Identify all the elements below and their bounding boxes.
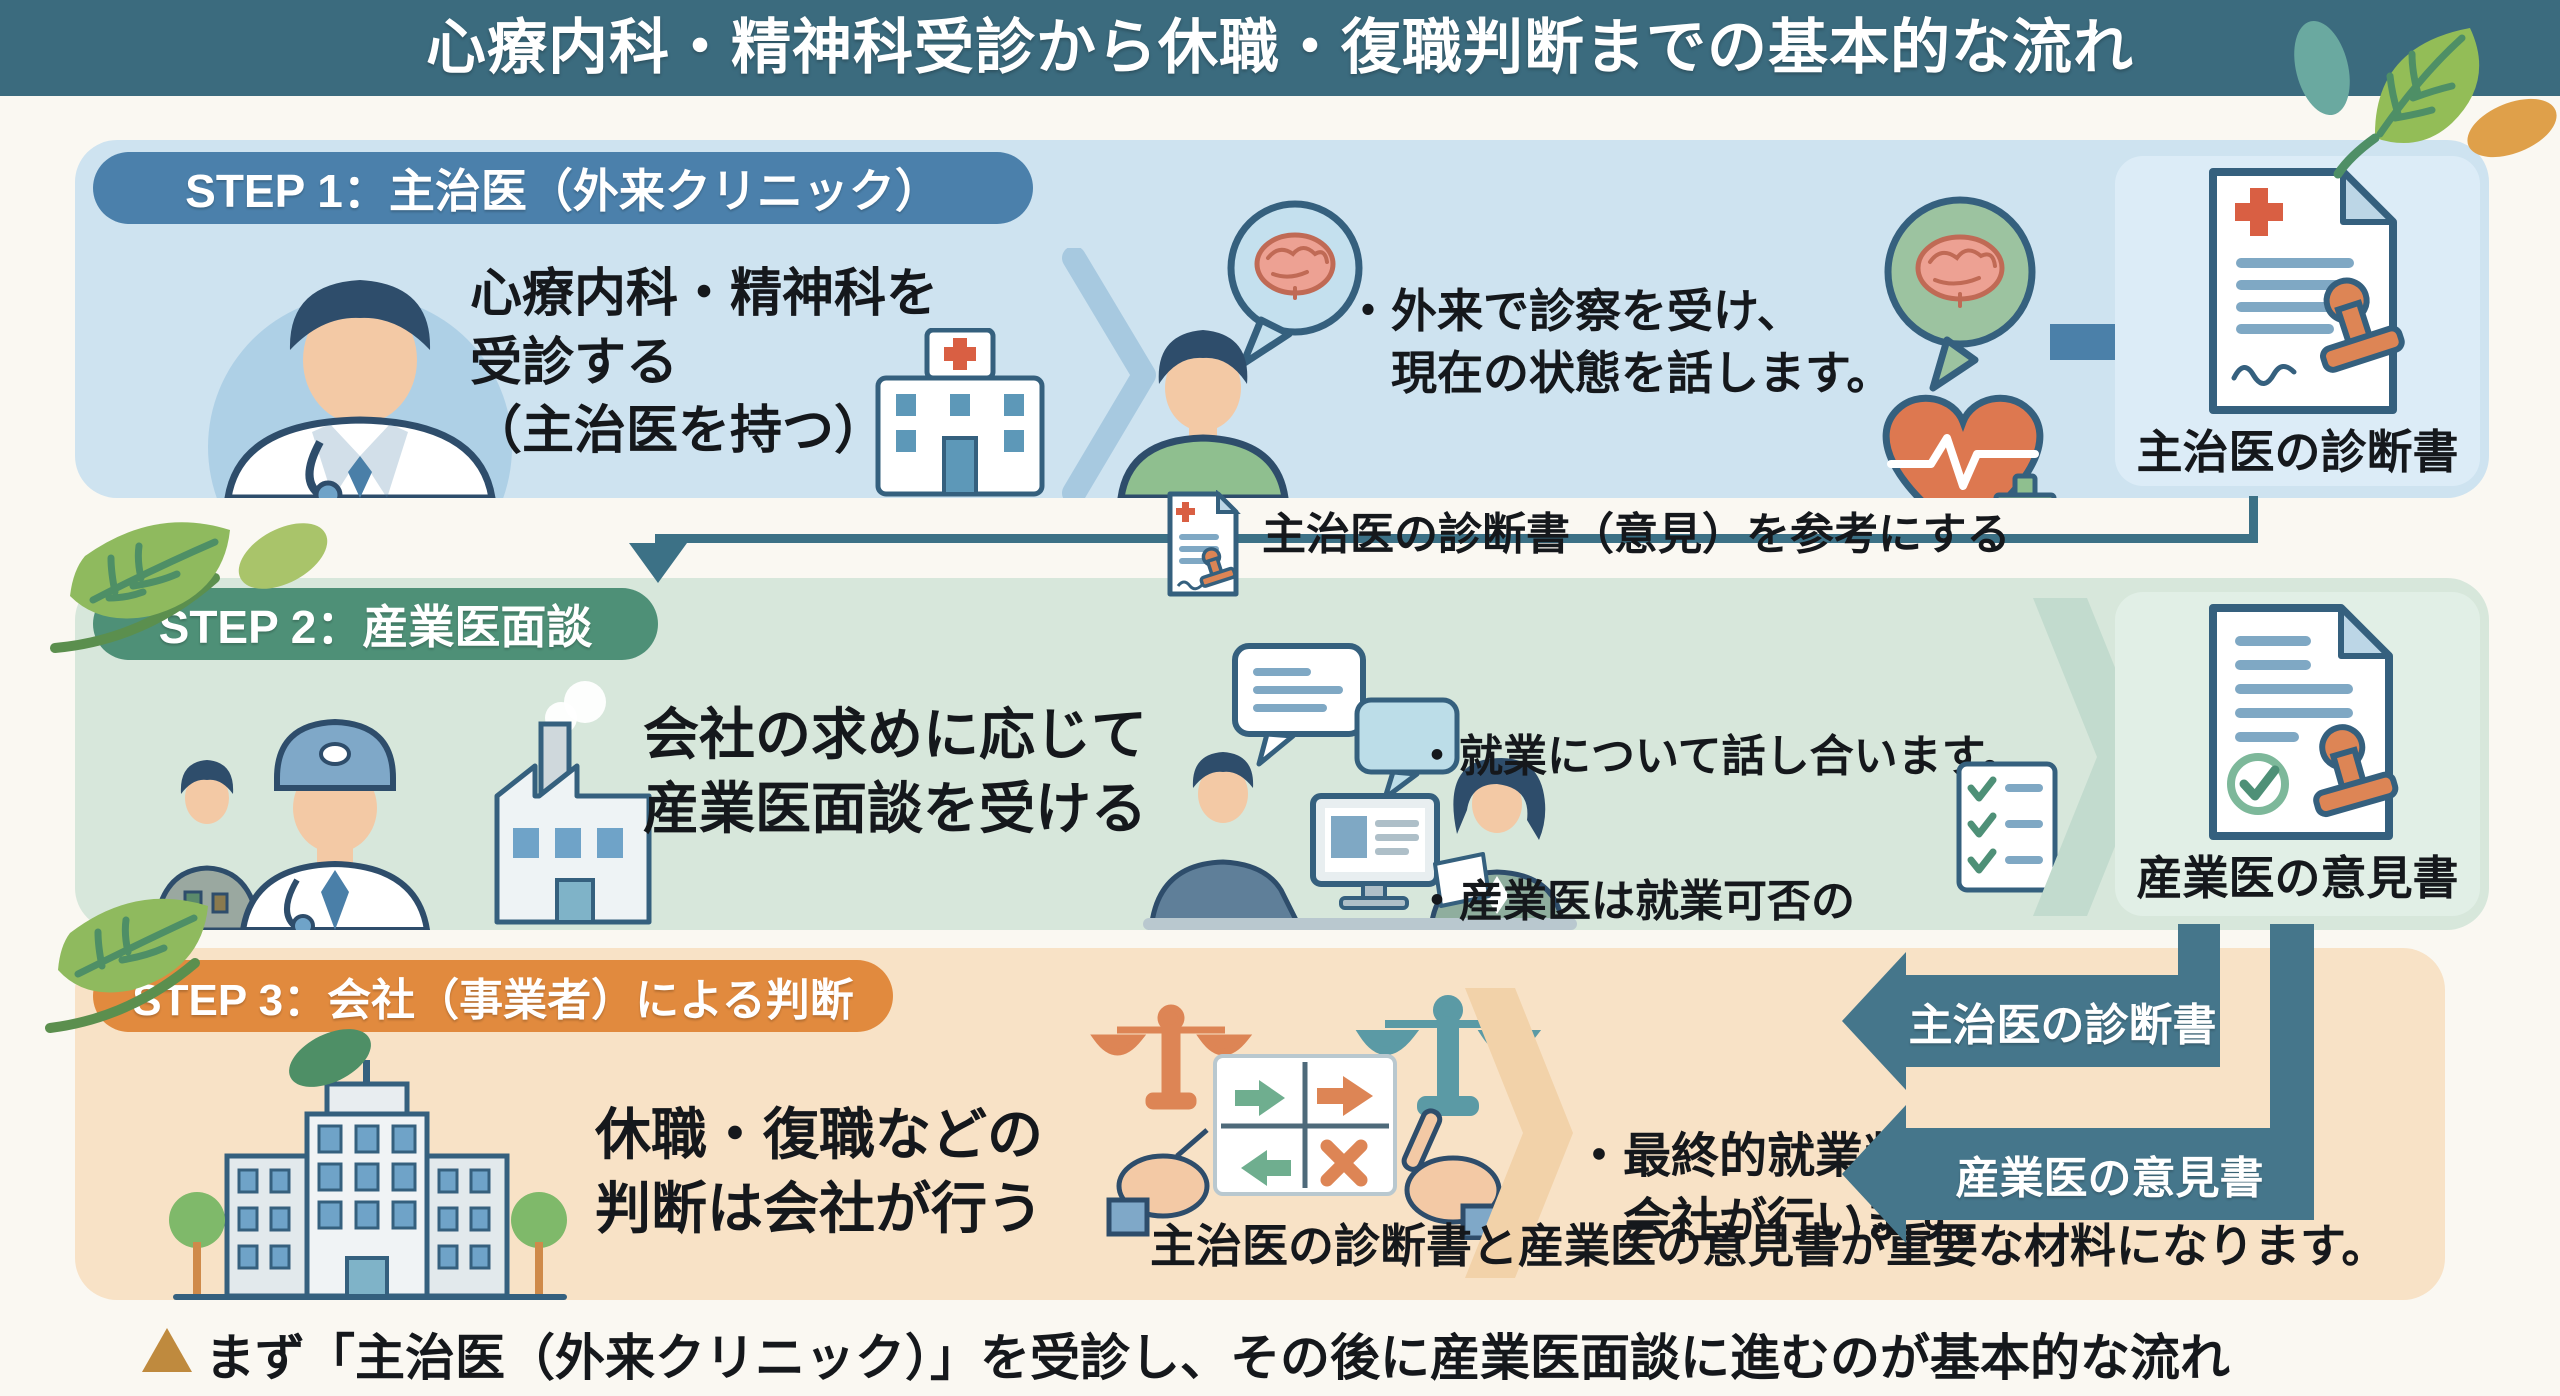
step2-bullets: ・就業について話し合います。 ・産業医は就業可否の 意見を作成します。 (1415, 668, 2055, 930)
step1-headline: 心療内科・精神科を 受診する （主治医を持つ） (470, 265, 939, 461)
step1-doc-box: 主治医の診断書 (2115, 156, 2480, 486)
doctor-avatar-icon (208, 280, 512, 498)
step2-doc-box: 産業医の意見書 (2115, 592, 2480, 916)
step2-bullet-2: ・産業医は就業可否の 意見を作成します。 (1415, 877, 1855, 927)
connector-label: 主治医の診断書（意見）を参考にする (1262, 510, 2011, 559)
step3-header: STEP 3：会社（事業者）による判断 (93, 960, 893, 1032)
leaves-step3-icon (45, 898, 371, 1087)
step1-doc-label: 主治医の診断書 (2136, 426, 2459, 478)
step2-headline: 会社の求めに応じて 産業医面談を受ける (643, 703, 1147, 840)
title-bar: 心療内科・精神科受診から休職・復職判断までの基本的な流れ (0, 0, 2560, 96)
heart-ecg-icon (1882, 394, 2057, 498)
chevron-decor-icon (1465, 988, 1573, 1278)
step3-headline: 休職・復職などの 判断は会社が行う (595, 1103, 1043, 1240)
leaves-top-right-icon (2294, 21, 2557, 179)
connector-line-vertical (2249, 496, 2258, 540)
banner-sangyoi-doc: 産業医の意見書 (1905, 1128, 2314, 1220)
connector-arrow-down-icon (629, 543, 687, 583)
hospital-icon (875, 328, 1045, 497)
banner2-arrowhead-icon (1842, 1105, 1906, 1243)
step2-header-label: STEP 2：産業医面談 (158, 601, 593, 653)
company-building-icon (169, 1060, 567, 1300)
opinion-doc-icon (2208, 604, 2398, 840)
step3-header-label: STEP 3：会社（事業者）による判断 (132, 976, 854, 1025)
checklist-icon (1956, 761, 2058, 893)
step1-header: STEP 1：主治医（外来クリニック） (93, 152, 1033, 224)
diagnosis-doc-icon (2208, 168, 2405, 414)
interview-illustration-icon (1143, 643, 1577, 930)
banner-shujii-doc: 主治医の診断書 (1905, 975, 2220, 1067)
patient-brain-bubble-icon (1117, 200, 1363, 498)
connector-doc-icon (1167, 490, 1241, 597)
chevron-decor-icon (1062, 248, 1156, 498)
page-title: 心療内科・精神科受診から休職・復職判断までの基本的な流れ (426, 14, 2134, 81)
step2-bullet-1: ・就業について話し合います。 (1415, 732, 2026, 782)
banner1-arrowhead-icon (1842, 952, 1906, 1090)
step3-note: 主治医の診断書と産業医の意見書が重要な材料になります。 (1150, 1220, 2388, 1272)
footer-note: まず「主治医（外来クリニック）」を受診し、その後に産業医面談に進むのが基本的な流… (205, 1330, 2230, 1386)
banner1-label: 主治医の診断書 (1908, 1001, 2217, 1050)
step1-bullet-1: ・外来で診察を受け、 現在の状態を話します。 (1345, 285, 1893, 400)
leaves-step2-icon (50, 522, 328, 653)
step1-bullets: ・外来で診察を受け、 現在の状態を話します。 ・医師は診察、診断、 治療方針を示… (1345, 218, 1945, 498)
banner2-label: 産業医の意見書 (1955, 1154, 2264, 1203)
brain-bubble-icon (1884, 196, 2036, 392)
step2-panel: STEP 2：産業医面談 会社の求めに応じて 産業医面 (75, 578, 2489, 930)
step2-doc-label: 産業医の意見書 (2136, 852, 2459, 904)
step1-header-label: STEP 1：主治医（外来クリニック） (185, 165, 941, 217)
connector-line-horizontal (655, 534, 2258, 543)
step1-panel: STEP 1：主治医（外来クリニック） 心療内科・精神科を 受診する （主治医を… (75, 140, 2489, 498)
footer-triangle-icon (142, 1328, 192, 1372)
